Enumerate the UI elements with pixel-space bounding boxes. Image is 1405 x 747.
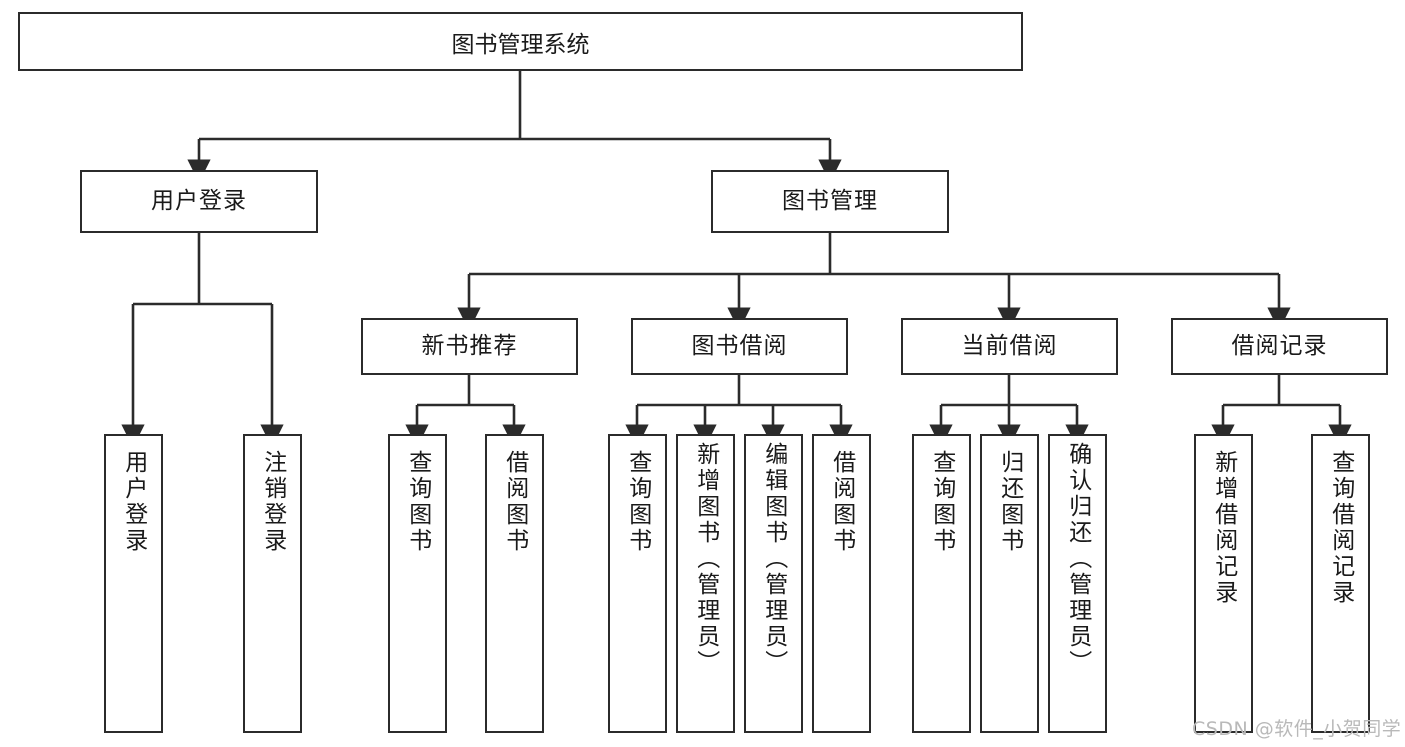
leaf-bb-add-book[interactable]: 新增图书（管理员） [676, 434, 735, 733]
leaf-nb-borrow-book-label: 借阅图书 [501, 450, 528, 554]
node-current-borrow-label: 当前借阅 [961, 332, 1058, 359]
node-new-book-recommend[interactable]: 新书推荐 [361, 318, 578, 375]
node-root-label: 图书管理系统 [451, 31, 590, 58]
leaf-nb-borrow-book[interactable]: 借阅图书 [485, 434, 544, 733]
leaf-br-add-record-label: 新增借阅记录 [1210, 450, 1237, 606]
leaf-logout[interactable]: 注销登录 [243, 434, 302, 733]
csdn-watermark: CSDN @软件_小贺同学 [1192, 718, 1402, 740]
node-current-borrow[interactable]: 当前借阅 [901, 318, 1118, 375]
node-user-login-label: 用户登录 [151, 187, 247, 214]
node-book-manage[interactable]: 图书管理 [711, 170, 949, 233]
leaf-bb-query-book-label: 查询图书 [624, 450, 651, 554]
node-new-book-recommend-label: 新书推荐 [421, 332, 518, 359]
node-borrow-record-label: 借阅记录 [1231, 332, 1328, 359]
node-user-login[interactable]: 用户登录 [80, 170, 318, 233]
leaf-cb-query-book-label: 查询图书 [928, 450, 955, 554]
leaf-cb-return-book-label: 归还图书 [996, 450, 1023, 554]
leaf-bb-query-book[interactable]: 查询图书 [608, 434, 667, 733]
leaf-user-login-label: 用户登录 [120, 450, 147, 554]
node-root[interactable]: 图书管理系统 [18, 12, 1023, 71]
node-book-borrow-label: 图书借阅 [691, 332, 788, 359]
leaf-nb-query-book-label: 查询图书 [404, 450, 431, 554]
node-borrow-record[interactable]: 借阅记录 [1171, 318, 1388, 375]
leaf-br-query-record-label: 查询借阅记录 [1327, 450, 1354, 606]
leaf-cb-confirm-return-label: 确认归还（管理员） [1064, 442, 1091, 676]
node-book-borrow[interactable]: 图书借阅 [631, 318, 848, 375]
leaf-cb-query-book[interactable]: 查询图书 [912, 434, 971, 733]
leaf-bb-borrow-book[interactable]: 借阅图书 [812, 434, 871, 733]
leaf-cb-confirm-return[interactable]: 确认归还（管理员） [1048, 434, 1107, 733]
leaf-logout-label: 注销登录 [259, 450, 286, 554]
leaf-bb-edit-book[interactable]: 编辑图书（管理员） [744, 434, 803, 733]
leaf-user-login[interactable]: 用户登录 [104, 434, 163, 733]
node-book-manage-label: 图书管理 [782, 187, 878, 214]
leaf-bb-edit-book-label: 编辑图书（管理员） [760, 442, 787, 676]
leaf-bb-borrow-book-label: 借阅图书 [828, 450, 855, 554]
leaf-nb-query-book[interactable]: 查询图书 [388, 434, 447, 733]
leaf-bb-add-book-label: 新增图书（管理员） [692, 442, 719, 676]
leaf-br-add-record[interactable]: 新增借阅记录 [1194, 434, 1253, 733]
leaf-br-query-record[interactable]: 查询借阅记录 [1311, 434, 1370, 733]
leaf-cb-return-book[interactable]: 归还图书 [980, 434, 1039, 733]
